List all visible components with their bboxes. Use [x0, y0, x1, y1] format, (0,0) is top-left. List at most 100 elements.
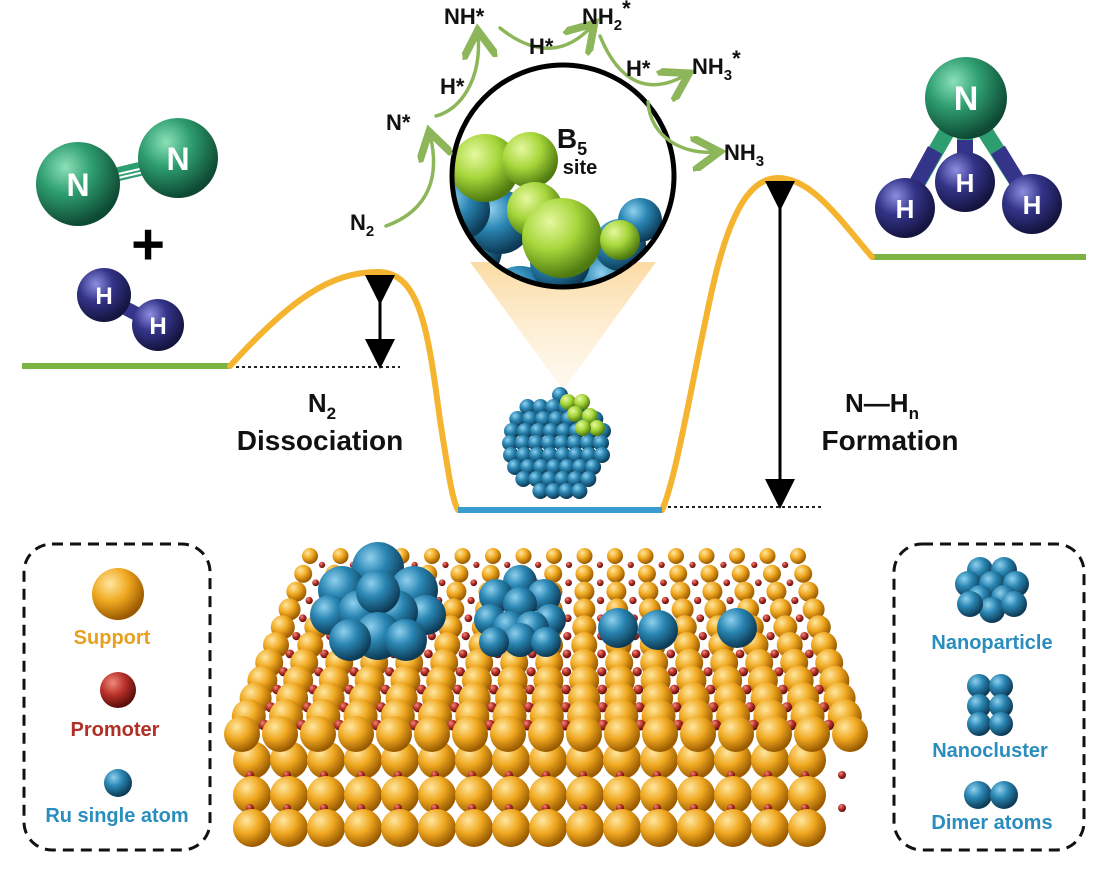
support-atom	[492, 776, 530, 814]
ru-atom	[516, 447, 533, 463]
ru-atom	[990, 781, 1018, 809]
ru-atom	[1001, 591, 1027, 617]
legend-support-label: Support	[74, 627, 151, 649]
promoter-atom	[696, 614, 705, 623]
promoter-atom	[703, 667, 713, 677]
ru-atom	[979, 597, 1005, 623]
ru-nanoparticle-atom	[356, 570, 400, 614]
promoter-atom	[766, 631, 775, 641]
energy-profile	[22, 174, 1086, 513]
support-atom	[450, 564, 469, 583]
support-atom	[573, 598, 596, 621]
svg-text:N—Hn: N—Hn	[845, 388, 919, 423]
label-h-star-3: H*	[626, 56, 651, 81]
ru-atom	[535, 411, 552, 427]
b5-atom	[575, 420, 591, 436]
promoter-atom	[726, 596, 734, 605]
promoter-atom	[596, 596, 605, 605]
support-atom	[446, 581, 467, 602]
support-atom	[802, 598, 825, 621]
support-atom	[414, 716, 450, 752]
promoter-atom	[561, 667, 572, 677]
support-atom	[338, 716, 374, 752]
ru-atom	[532, 483, 549, 499]
promoter-atom	[561, 684, 571, 695]
promoter-atom	[633, 684, 644, 695]
support-atom	[762, 564, 781, 583]
promoter-atom	[800, 631, 809, 641]
promoter-atom	[565, 561, 573, 569]
plus-sign: +	[131, 212, 165, 277]
support-atom	[677, 776, 715, 814]
support-atom	[604, 716, 640, 752]
promoter-atom	[438, 579, 446, 587]
support-atom	[677, 741, 715, 779]
support-atom	[637, 548, 654, 564]
ru-atom	[543, 423, 559, 439]
promoter-atom	[762, 614, 771, 623]
support-atom	[455, 809, 493, 847]
support-atom	[669, 564, 688, 583]
b5-atom	[522, 198, 602, 278]
support-atom	[515, 548, 532, 564]
promoter-atom	[698, 631, 707, 641]
nh3-h-atom-left	[875, 178, 935, 238]
ru-atom	[567, 435, 584, 451]
support-atom	[794, 564, 813, 583]
promoter-atom	[597, 684, 608, 695]
support-atom	[788, 776, 826, 814]
support-atom	[677, 809, 715, 847]
promoter-atom	[420, 667, 430, 677]
svg-text:N2: N2	[308, 388, 336, 423]
promoter-atom	[504, 561, 511, 569]
support-atom	[332, 548, 349, 564]
support-atom	[492, 809, 530, 847]
n2-dissociation-main: N	[308, 388, 327, 418]
support-atom	[734, 581, 755, 602]
support-atom	[302, 548, 318, 564]
ru-atom	[967, 712, 991, 736]
support-atom	[832, 716, 868, 752]
promoter-atom	[660, 579, 667, 587]
nh-formation-label: N—Hn Formation	[822, 388, 959, 456]
h2-atom-top-label: H	[95, 283, 112, 310]
ru-atom	[530, 423, 546, 439]
support-atom	[576, 548, 593, 564]
promoter-atom	[470, 579, 478, 587]
nh3-n-atom	[925, 57, 1007, 139]
label-nh2-sup: *	[622, 0, 631, 21]
legend-dimer-label: Dimer atoms	[931, 812, 1052, 834]
support-atom	[575, 564, 594, 583]
promoter-atom	[305, 596, 313, 605]
promoter-atom	[560, 702, 571, 713]
arrow-nh2-star-to-nh3-star	[598, 34, 686, 85]
nh3-h-atom-center	[935, 152, 995, 212]
ru-atom	[964, 781, 992, 809]
support-atom	[418, 776, 456, 814]
support-atom	[607, 548, 623, 564]
b5-atom	[589, 420, 605, 436]
supported-ru-species	[310, 542, 757, 661]
b5-atom	[567, 406, 583, 422]
arrow-nh3-star-to-nh3	[646, 100, 716, 152]
promoter-atom	[455, 667, 465, 677]
ru-atom	[504, 423, 520, 439]
support-atom	[307, 776, 345, 814]
support-atom	[286, 581, 307, 602]
promoter-atom	[312, 579, 319, 587]
promoter-atom	[488, 684, 499, 695]
support-atom	[788, 809, 826, 847]
support-atom	[418, 809, 456, 847]
support-atom	[452, 716, 488, 752]
label-nh3-main: NH	[724, 140, 756, 165]
promoter-atom	[526, 667, 536, 677]
support-atom	[729, 548, 745, 564]
nh3-h-center-label: H	[956, 168, 975, 198]
label-n2-sub: 2	[366, 223, 374, 240]
promoter-atom	[632, 667, 642, 677]
support-atom	[756, 716, 792, 752]
support-atom	[574, 581, 595, 602]
label-nh3-star-main: NH	[692, 54, 724, 79]
legend-right: Nanoparticle Nanocluster Dimer atoms	[892, 542, 1086, 852]
promoter-atom	[738, 667, 748, 677]
